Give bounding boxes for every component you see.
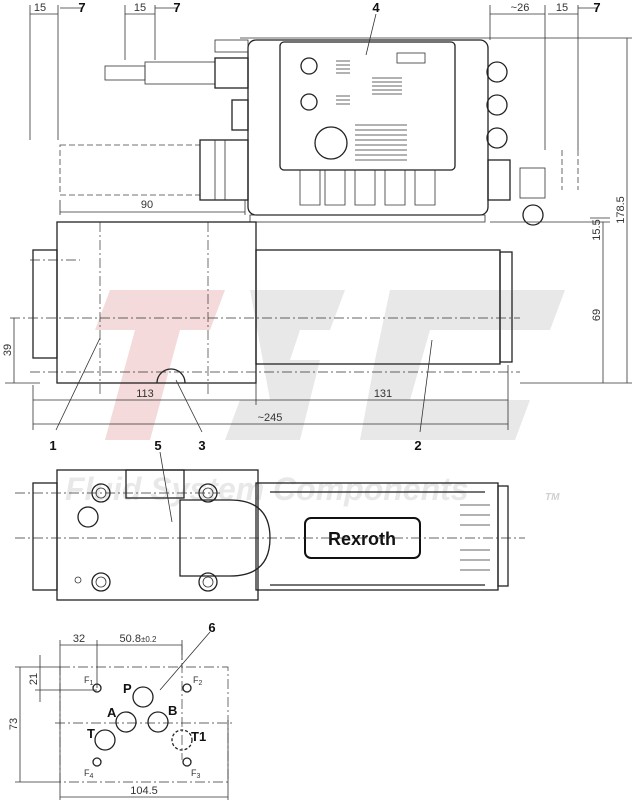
dim-15-right: 15 (556, 2, 568, 14)
port-a-label: A (107, 705, 117, 720)
dim-131: 131 (374, 388, 392, 400)
port-b-label: B (168, 703, 177, 718)
rexroth-brand-label: Rexroth (328, 529, 396, 549)
svg-text:F2: F2 (193, 675, 203, 687)
dim-178-5: 178.5 (615, 196, 627, 224)
item-label-7-mid: 7 (173, 0, 180, 15)
dim-69: 69 (591, 309, 603, 321)
valve-body-side-view (10, 221, 520, 395)
svg-text:F1: F1 (84, 675, 94, 687)
dim-21: 21 (28, 673, 40, 685)
port-f3-label: F (191, 768, 197, 778)
port-f1-subscript: 1 (90, 680, 94, 687)
led-indicator-icon (300, 57, 318, 75)
cable-connectors-left (59, 57, 249, 201)
port-f4-label: F (84, 768, 90, 778)
item-label-4: 4 (372, 0, 380, 15)
port-f2-subscript: 2 (199, 680, 203, 687)
dimension-lines (5, 5, 632, 800)
dim-15-left: 15 (34, 2, 46, 14)
port-f1-label: F (84, 675, 90, 685)
port-p-hole (132, 686, 154, 708)
dim-90: 90 (141, 199, 153, 211)
dim-15-5: 15.5 (591, 219, 603, 240)
port-b-hole (147, 711, 169, 733)
port-f3-hole (182, 757, 192, 767)
watermark-trademark: TM (545, 492, 560, 503)
dim-104-5: 104.5 (130, 785, 158, 797)
svg-text:50.8±0.2: 50.8±0.2 (120, 633, 157, 645)
dim-26: ~26 (511, 2, 530, 14)
dim-15-mid: 15 (134, 2, 146, 14)
dim-245: ~245 (258, 412, 283, 424)
item-label-2: 2 (414, 438, 421, 453)
dim-50-8-tolerance: ±0.2 (141, 635, 157, 644)
dim-50-8: 50.8 (120, 633, 141, 645)
dim-73: 73 (8, 718, 20, 730)
item-label-7-right: 7 (593, 0, 600, 15)
valve-top-view: Rexroth (15, 469, 525, 601)
item-label-6: 6 (208, 620, 215, 635)
bleed-screw (156, 368, 186, 384)
item-label-3: 3 (198, 438, 205, 453)
watermark-tagline: Fluid System Components (65, 471, 469, 507)
port-t-hole (94, 729, 116, 751)
led-indicator-icon (300, 93, 318, 111)
dim-113: 113 (136, 388, 154, 400)
svg-text:F3: F3 (191, 768, 201, 780)
dim-32: 32 (73, 633, 85, 645)
onboard-electronics-housing (214, 39, 489, 223)
port-f2-label: F (193, 675, 199, 685)
item-label-5: 5 (154, 438, 161, 453)
port-f3-subscript: 3 (197, 773, 201, 780)
item-label-7-left: 7 (78, 0, 85, 15)
port-f4-hole (92, 757, 102, 767)
connector-socket-icon (314, 126, 348, 160)
port-t1-hole (171, 729, 193, 751)
port-f2-hole (182, 683, 192, 693)
dim-39: 39 (2, 344, 14, 356)
port-p-label: P (123, 681, 132, 696)
cable-connectors-right (486, 61, 579, 226)
fsc-watermark-logo: Fluid System Components TM (65, 290, 565, 507)
item-label-1: 1 (49, 438, 56, 453)
port-f4-subscript: 4 (90, 773, 94, 780)
svg-text:F4: F4 (84, 768, 94, 780)
port-t-label: T (87, 726, 95, 741)
port-a-hole (115, 711, 137, 733)
port-pattern-view: P A B T T1 F1 F2 F3 F4 (55, 645, 232, 783)
port-t1-label: T1 (191, 729, 206, 744)
